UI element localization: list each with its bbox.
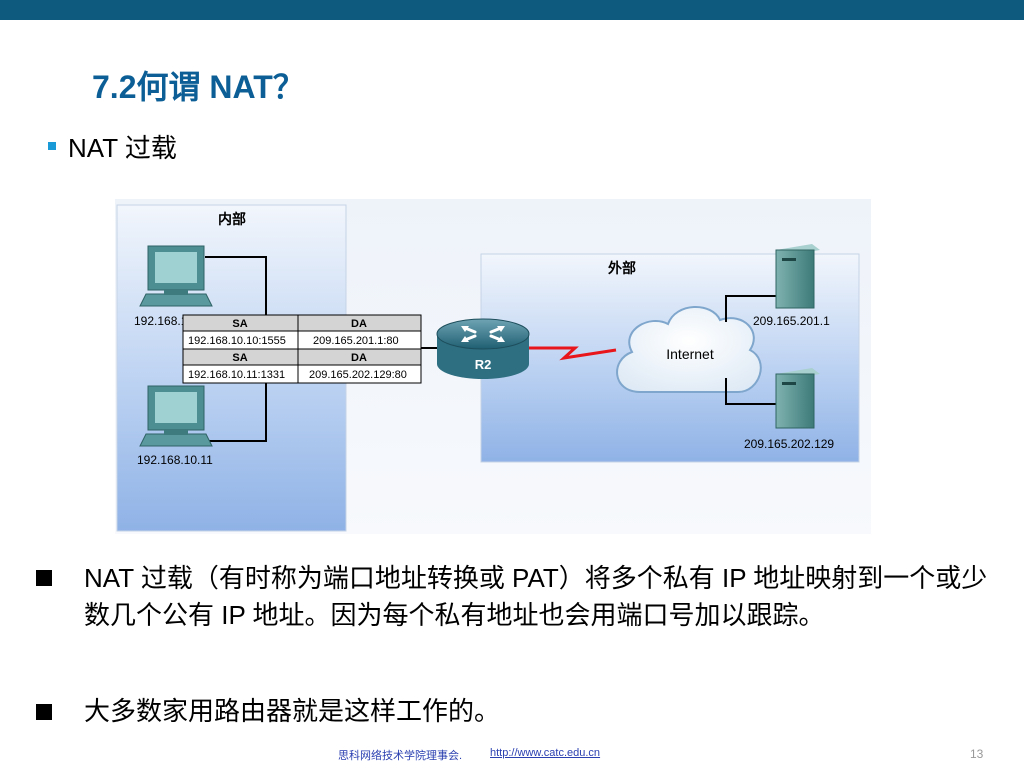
- table-row2-sa: 192.168.10.11:1331: [188, 369, 285, 381]
- host1-pc-icon: [139, 245, 213, 307]
- footer-organization: 思科网络技术学院理事会.: [338, 750, 463, 762]
- table-row2-da: 209.165.202.129:80: [309, 369, 407, 381]
- server2-icon: [775, 368, 820, 429]
- wan-serial-link: [526, 346, 617, 361]
- outside-label: 外部: [608, 260, 636, 277]
- router-icon: [436, 318, 530, 379]
- bullet-paragraph-1: NAT 过载（有时称为端口地址转换或 PAT）将多个私有 IP 地址映射到一个或…: [84, 563, 988, 630]
- host2-ip: 192.168.10.11: [137, 453, 213, 467]
- router-label: R2: [475, 357, 492, 372]
- footer-link[interactable]: http://www.catc.edu.cn: [490, 747, 601, 759]
- top-bar: [0, 0, 1024, 20]
- subtitle-bullet: NAT 过载: [48, 128, 177, 165]
- slide-title: 7.2何谓 NAT？: [92, 69, 305, 105]
- bullet-square-icon: [36, 570, 52, 586]
- table-da-header-1: DA: [351, 318, 367, 330]
- page-number: 13: [970, 747, 984, 761]
- cloud-label: Internet: [666, 346, 714, 362]
- bullet-paragraph-2: 大多数家用路由器就是这样工作的。: [84, 696, 501, 726]
- table-da-header-2: DA: [351, 352, 367, 364]
- inside-label: 内部: [218, 211, 246, 228]
- bullet-square-icon: [36, 704, 52, 720]
- footer: 思科网络技术学院理事会. http://www.catc.edu.cn 13: [0, 744, 1024, 764]
- table-sa-header-2: SA: [232, 352, 247, 364]
- nat-translation-table: SA DA 192.168.10.10:1555 209.165.201.1:8…: [182, 314, 422, 384]
- server1-ip: 209.165.201.1: [753, 314, 830, 328]
- server1-link: [725, 295, 776, 322]
- bullet-square-icon: [48, 142, 56, 151]
- table-row1-sa: 192.168.10.10:1555: [188, 335, 286, 347]
- server2-link: [725, 378, 776, 405]
- server2-ip: 209.165.202.129: [744, 437, 834, 451]
- subtitle-text: NAT 过载: [68, 133, 177, 163]
- host2-pc-icon: [139, 385, 213, 447]
- server1-icon: [775, 244, 820, 309]
- table-sa-header-1: SA: [232, 318, 247, 330]
- internet-cloud-icon: [616, 306, 762, 393]
- table-row1-da: 209.165.201.1:80: [313, 335, 399, 347]
